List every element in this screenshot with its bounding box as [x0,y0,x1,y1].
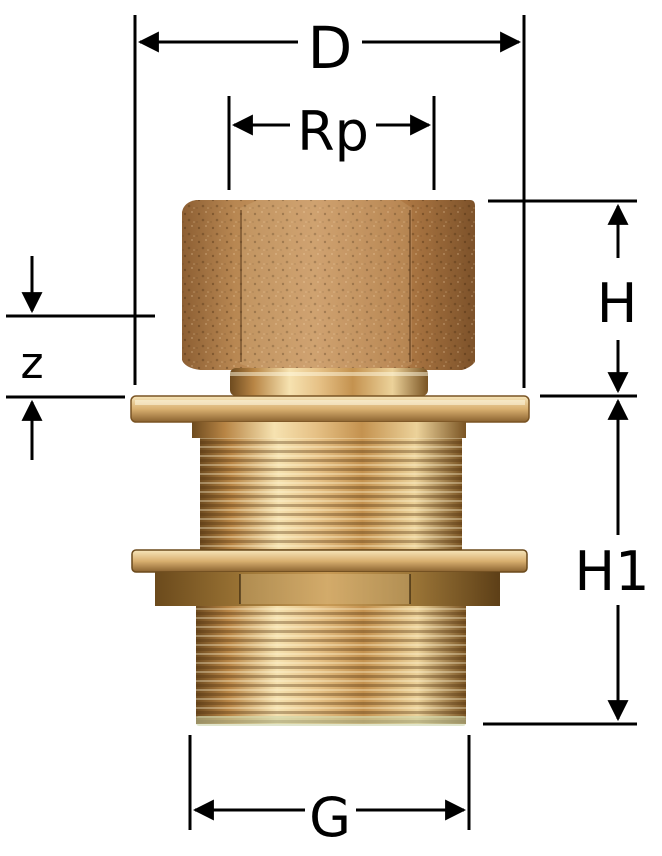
label-z: z [20,338,43,389]
dimension-labels: D Rp H z H1 G [20,14,649,849]
lock-nut [131,549,528,606]
lower-thread [196,606,466,726]
neck-ring [230,368,428,396]
upper-thread [192,422,466,552]
hex-cap [182,200,475,370]
label-h1: H1 [575,540,650,603]
fitting [130,200,530,726]
upper-flange [130,395,530,423]
label-rp: Rp [297,100,369,163]
dimension-lines [6,15,637,830]
label-g: G [309,786,351,849]
label-h: H [597,272,638,335]
label-d: D [308,14,353,82]
